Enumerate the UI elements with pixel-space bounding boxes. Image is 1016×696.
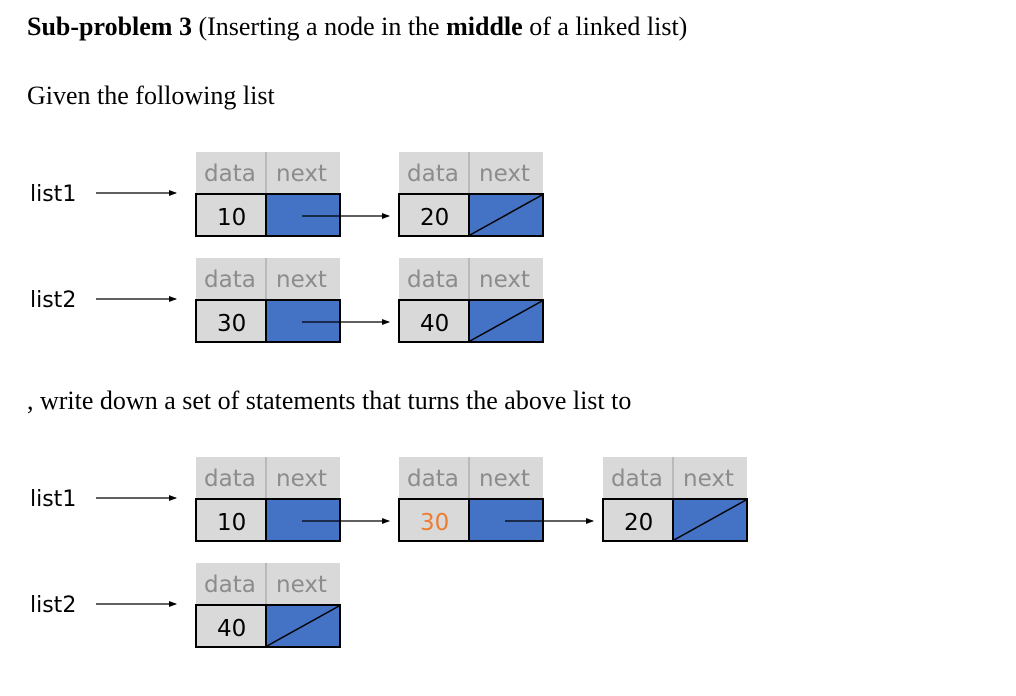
problem-heading: Sub-problem 3 (Inserting a node in the m… bbox=[27, 12, 687, 42]
null-pointer-slash bbox=[469, 300, 543, 342]
node-value: 20 bbox=[624, 510, 653, 536]
node-value: 10 bbox=[217, 510, 246, 536]
node-value: 20 bbox=[420, 205, 449, 231]
node-value-cell bbox=[195, 604, 267, 648]
node-header-next-cell bbox=[673, 457, 747, 499]
node-next-label: next bbox=[276, 161, 327, 187]
heading-text-b: of a linked list) bbox=[522, 12, 688, 41]
node-header-data-cell bbox=[196, 563, 266, 605]
node-next-label: next bbox=[683, 466, 734, 492]
intro-text: Given the following list bbox=[27, 81, 275, 110]
node-header-next-cell bbox=[266, 563, 340, 605]
node-value-cell bbox=[195, 299, 267, 343]
node-next-label: next bbox=[479, 161, 530, 187]
node-value-cell bbox=[195, 193, 267, 237]
node-next-label: next bbox=[276, 572, 327, 598]
list1-label: list1 bbox=[30, 182, 76, 207]
node-header-data-cell bbox=[196, 258, 266, 300]
node-header-data-cell bbox=[399, 258, 469, 300]
null-pointer-slash bbox=[469, 194, 543, 236]
node-data-label: data bbox=[611, 466, 663, 492]
node-header-data-cell bbox=[603, 457, 673, 499]
list2-label: list2 bbox=[30, 288, 76, 313]
node-header-next-cell bbox=[469, 152, 543, 194]
node-next-label: next bbox=[276, 267, 327, 293]
node-next-pointer-cell bbox=[468, 498, 544, 542]
node-value: 40 bbox=[420, 311, 449, 337]
node-data-label: data bbox=[407, 161, 459, 187]
node-header-next-cell bbox=[469, 457, 543, 499]
node-header-next-cell bbox=[469, 258, 543, 300]
list2-label: list2 bbox=[30, 593, 76, 618]
node-value: 40 bbox=[217, 616, 246, 642]
heading-subproblem: Sub-problem 3 bbox=[27, 12, 192, 41]
node-value-cell bbox=[398, 193, 470, 237]
node-next-pointer-cell bbox=[265, 299, 341, 343]
node-data-label: data bbox=[407, 267, 459, 293]
node-header-next-cell bbox=[266, 258, 340, 300]
node-value: 30 bbox=[420, 510, 449, 536]
node-data-label: data bbox=[204, 466, 256, 492]
node-header-data-cell bbox=[399, 152, 469, 194]
list1-label: list1 bbox=[30, 487, 76, 512]
node-value-cell bbox=[195, 498, 267, 542]
node-value: 30 bbox=[217, 311, 246, 337]
node-next-label: next bbox=[479, 466, 530, 492]
node-next-label: next bbox=[276, 466, 327, 492]
node-data-label: data bbox=[204, 572, 256, 598]
node-header-next-cell bbox=[266, 152, 340, 194]
instruction-text: , write down a set of statements that tu… bbox=[27, 386, 632, 415]
node-next-pointer-cell bbox=[265, 193, 341, 237]
node-data-label: data bbox=[407, 466, 459, 492]
node-header-next-cell bbox=[266, 457, 340, 499]
node-value: 10 bbox=[217, 205, 246, 231]
node-data-label: data bbox=[204, 267, 256, 293]
heading-text-a: (Inserting a node in the bbox=[191, 12, 447, 41]
node-value-cell bbox=[398, 299, 470, 343]
node-data-label: data bbox=[204, 161, 256, 187]
node-value-cell bbox=[398, 498, 470, 542]
node-next-label: next bbox=[479, 267, 530, 293]
node-value-cell bbox=[602, 498, 674, 542]
node-header-data-cell bbox=[196, 457, 266, 499]
null-pointer-slash bbox=[673, 499, 747, 541]
null-pointer-slash bbox=[266, 605, 340, 647]
node-header-data-cell bbox=[399, 457, 469, 499]
node-next-pointer-cell bbox=[265, 498, 341, 542]
node-header-data-cell bbox=[196, 152, 266, 194]
heading-emphasis: middle bbox=[446, 12, 523, 41]
